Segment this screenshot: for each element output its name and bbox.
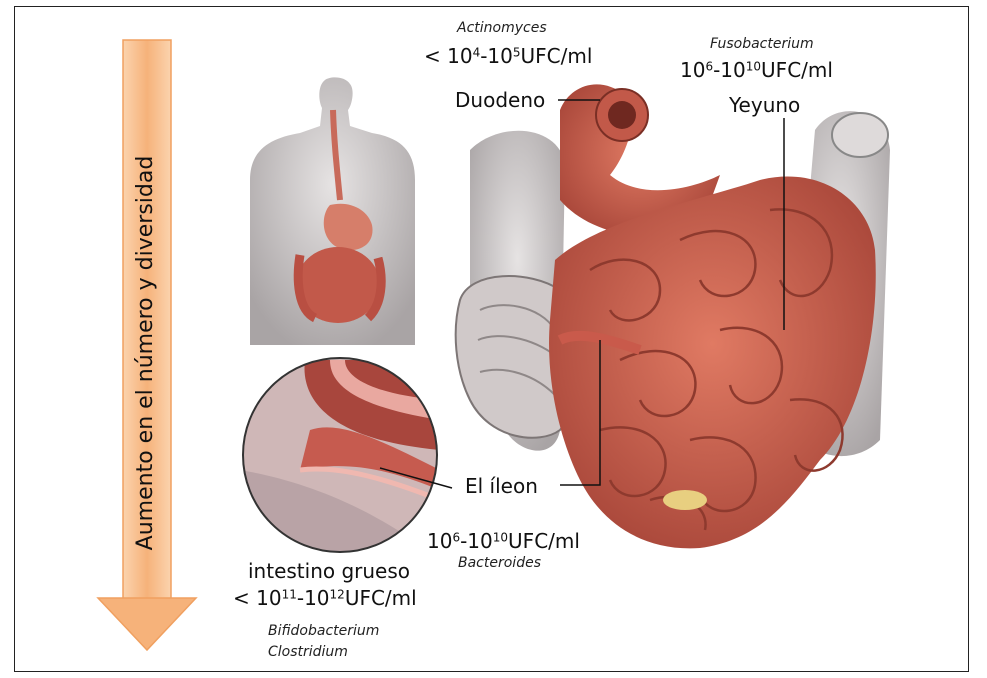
bifidobacterium-label: Bifidobacterium: [268, 624, 379, 638]
bacteroides-count: 106-1010UFC/ml: [427, 531, 580, 551]
fusobacterium-count: 106-1010UFC/ml: [680, 60, 833, 80]
increase-arrow-label: Aumento en el número y diversidad: [134, 83, 158, 623]
fusobacterium-label: Fusobacterium: [710, 37, 814, 51]
ileon-label: El íleon: [465, 476, 538, 496]
intestino-grueso-count: < 1011-1012UFC/ml: [233, 588, 417, 608]
torso-figure: [250, 77, 415, 345]
ileum-closeup-circle: [240, 355, 440, 560]
yeyuno-label: Yeyuno: [729, 95, 800, 115]
duodeno-label: Duodeno: [455, 90, 545, 110]
intestino-grueso-label: intestino grueso: [248, 561, 410, 581]
bacteroides-label: Bacteroides: [458, 556, 541, 570]
clostridium-label: Clostridium: [268, 645, 348, 659]
actinomyces-label: Actinomyces: [457, 21, 547, 35]
actinomyces-count: < 104-105UFC/ml: [424, 46, 592, 66]
